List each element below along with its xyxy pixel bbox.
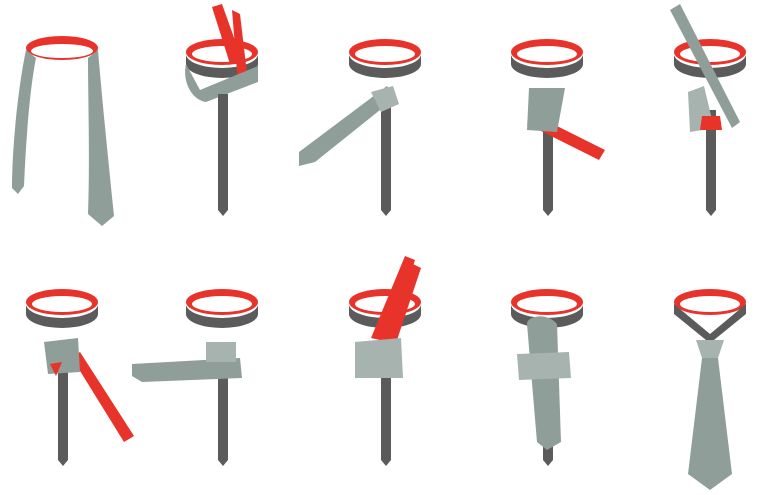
step-9-through-knot [511,289,583,466]
step-4-pass-behind [511,39,605,216]
step-8-up-behind [349,256,421,466]
step-3-wrap-left [299,39,421,216]
step-2-cross-over [185,4,258,216]
step-1-drape [12,36,114,226]
step-10-finished-knot [674,289,746,490]
step-6-down-through-loop [26,289,134,466]
step-7-cross-front [132,289,258,466]
step-5-up-through-loop [670,4,746,216]
